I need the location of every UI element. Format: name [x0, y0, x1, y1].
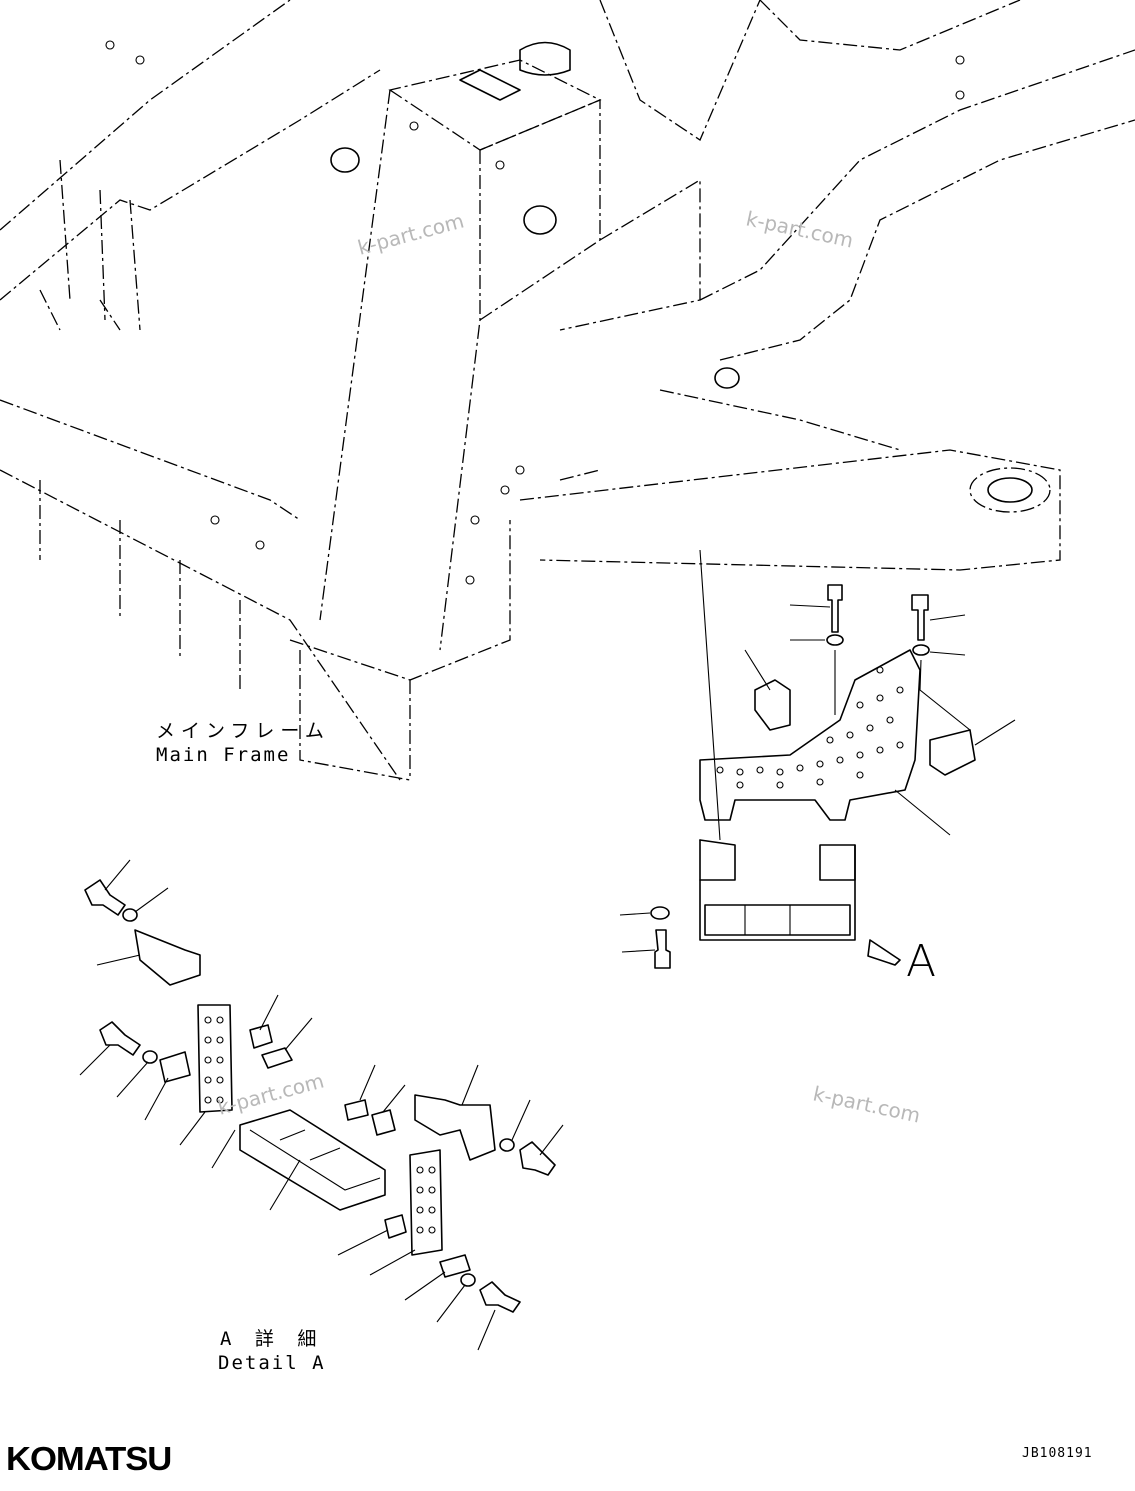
detail-a-label-en: Detail A: [218, 1352, 326, 1374]
watermark-text: k-part.com: [811, 1081, 923, 1127]
step-assembly-exploded: [619, 549, 1016, 969]
watermarks: k-part.com k-part.com k-part.com k-part.…: [215, 206, 922, 1127]
plate-holes-left: [204, 1016, 224, 1104]
watermark-text: k-part.com: [744, 206, 856, 252]
plate-perforations: [716, 666, 904, 789]
main-frame-outline: [0, 0, 1135, 781]
detail-a-exploded: [79, 859, 564, 1351]
main-frame-label-jp: メインフレーム: [156, 720, 330, 742]
plate-holes-right: [416, 1166, 436, 1234]
detail-a-label-jp: A 詳 細: [220, 1328, 323, 1350]
tower-bolt-heads: [105, 40, 965, 585]
komatsu-logo: KOMATSU: [6, 1440, 172, 1477]
view-arrow-label: A: [906, 936, 937, 987]
main-frame-label-en: Main Frame: [156, 744, 291, 766]
drawing-code: JB108191: [1022, 1446, 1093, 1461]
watermark-text: k-part.com: [355, 208, 466, 259]
